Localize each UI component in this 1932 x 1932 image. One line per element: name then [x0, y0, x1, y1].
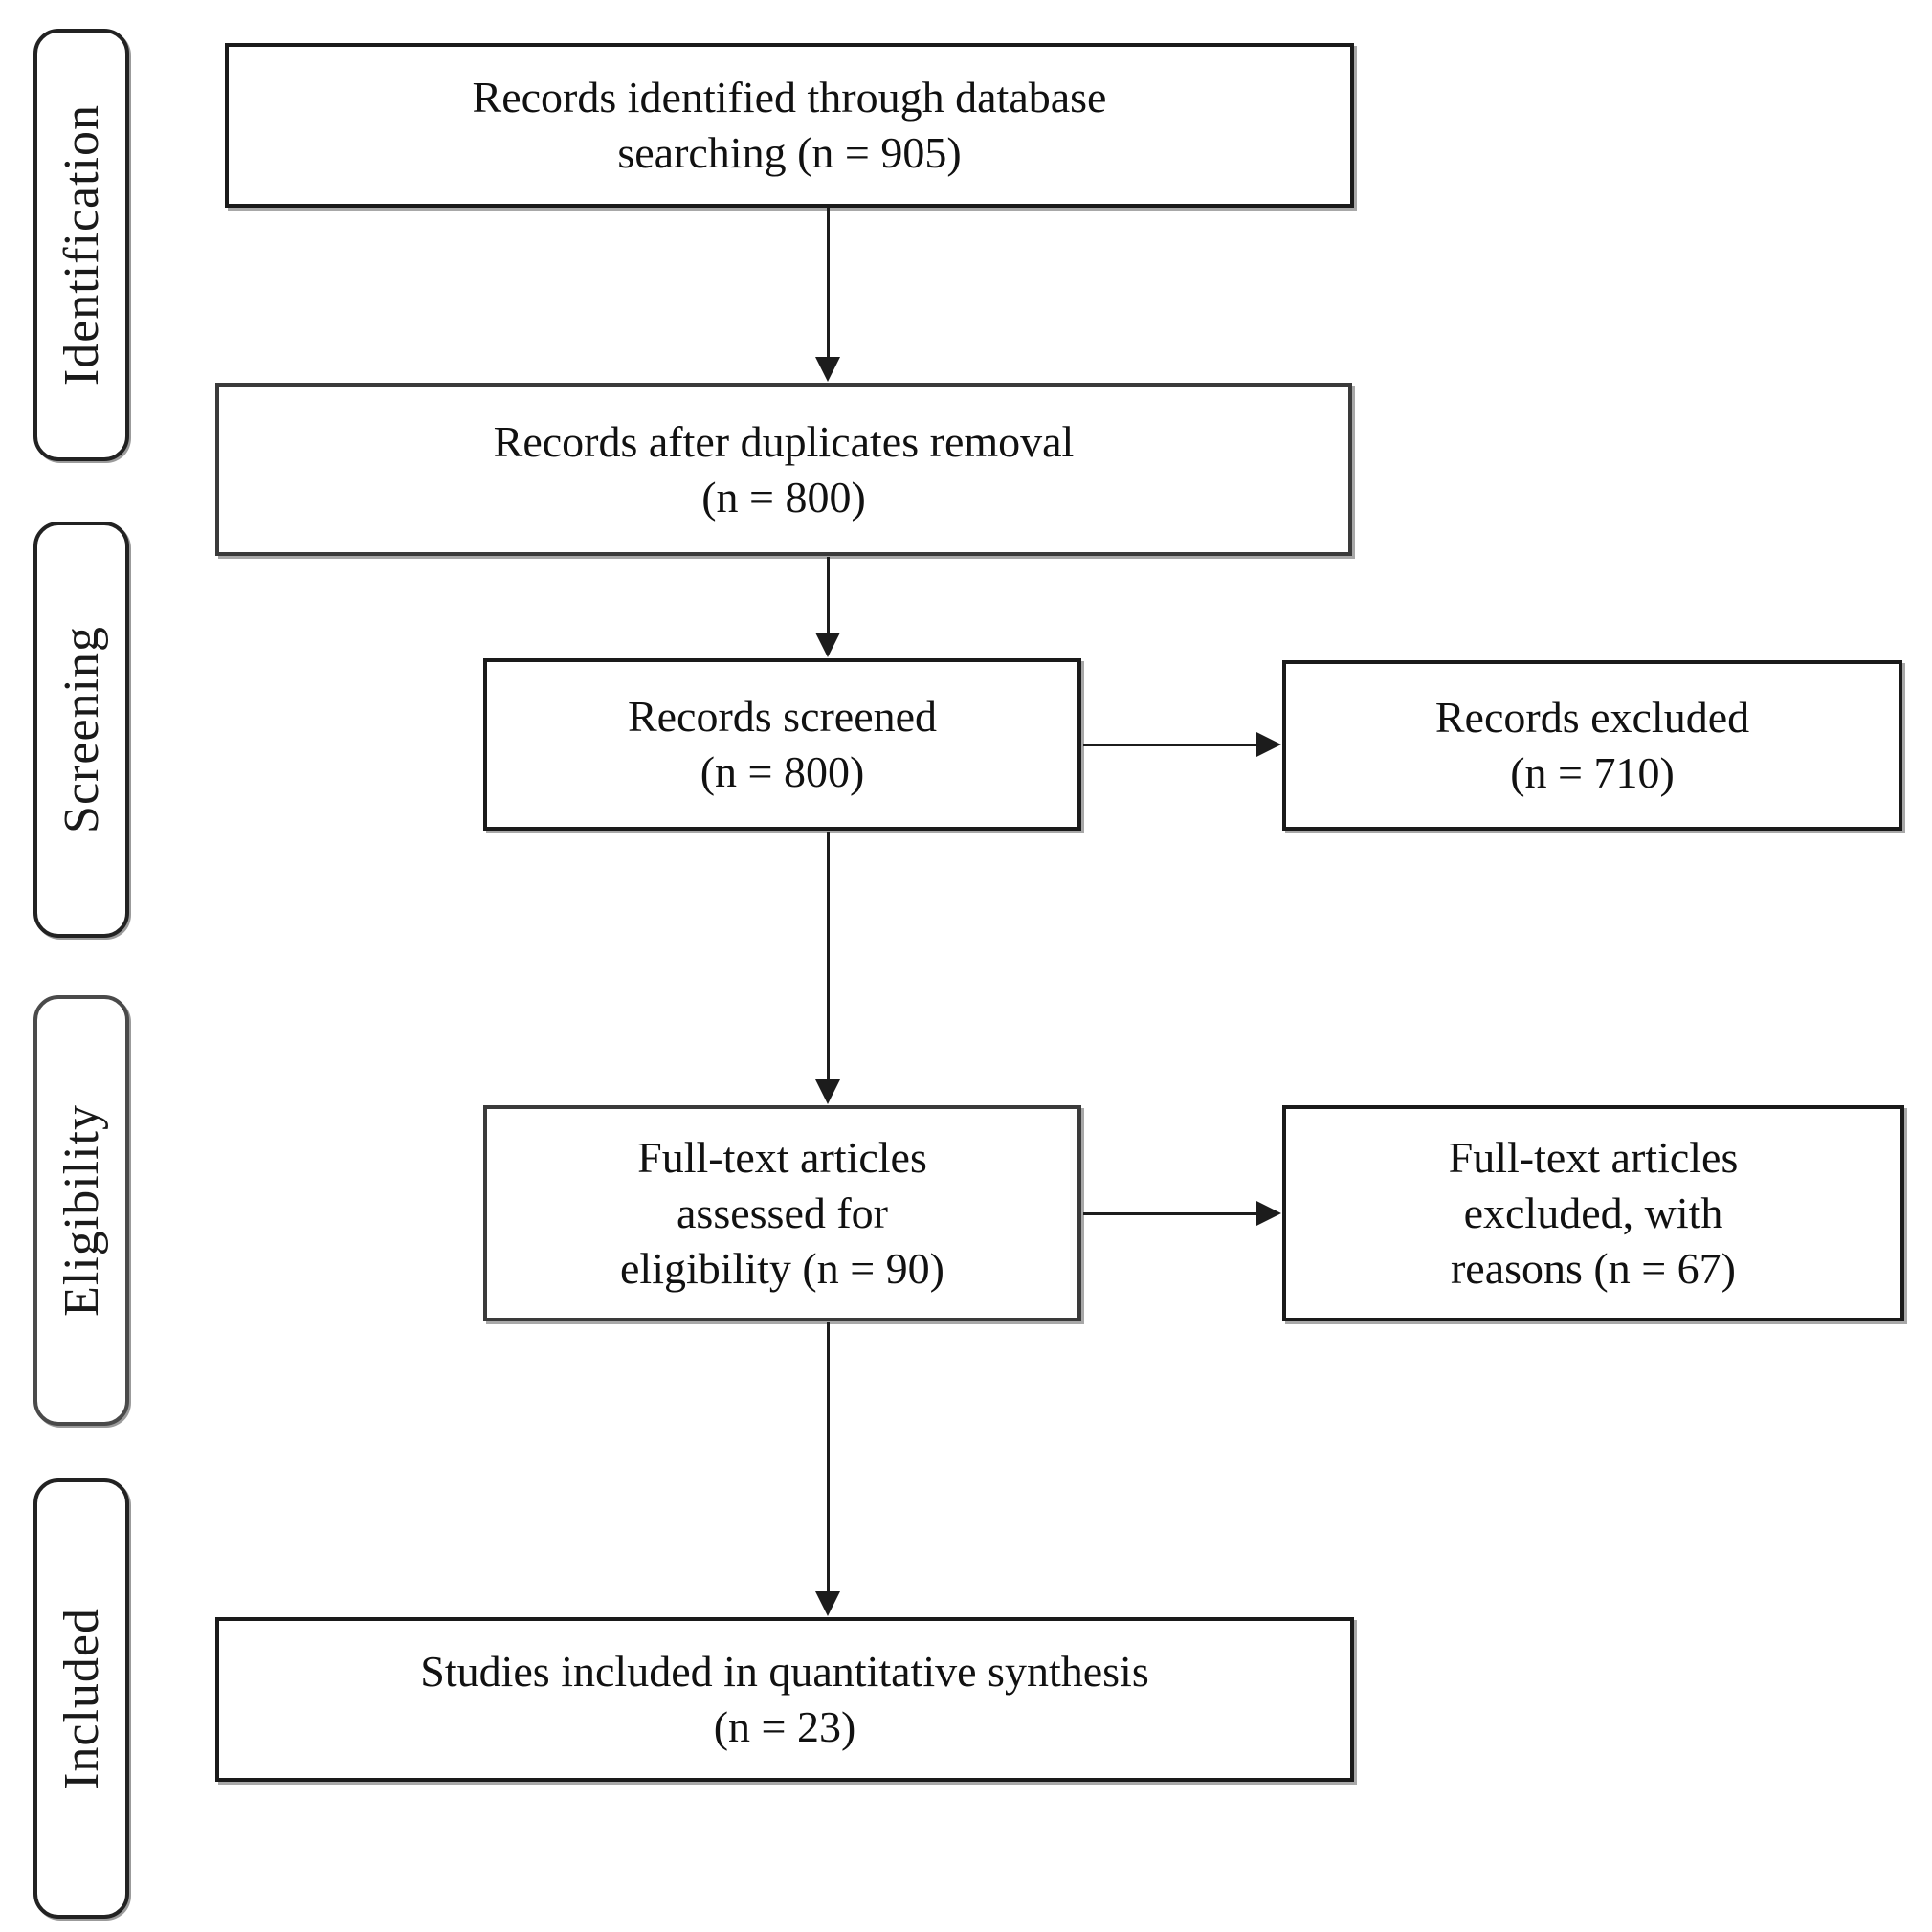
stage-eligibility: Eligibility	[33, 995, 129, 1426]
arrow-shaft	[827, 1322, 830, 1595]
box-records-screened: Records screened (n = 800)	[483, 658, 1081, 831]
box-records-excluded-text: Records excluded (n = 710)	[1434, 693, 1750, 797]
box-records-screened-text: Records screened (n = 800)	[627, 692, 938, 796]
arrow-right-fulltext-to-excluded	[1083, 1201, 1281, 1227]
arrow-down-screened-to-fulltext	[815, 832, 841, 1104]
box-fulltext-excluded-text: Full-text articles excluded, with reason…	[1448, 1133, 1739, 1293]
box-duplicates-removed-text: Records after duplicates removal (n = 80…	[493, 416, 1075, 522]
box-duplicates-removed: Records after duplicates removal (n = 80…	[215, 383, 1352, 556]
stage-identification-label: Identification	[54, 103, 109, 387]
arrow-shaft	[827, 557, 830, 636]
stage-included: Included	[33, 1478, 129, 1919]
stage-identification: Identification	[33, 29, 129, 461]
arrow-head-down-icon	[815, 1079, 840, 1104]
arrow-shaft	[1083, 744, 1260, 746]
arrow-head-down-icon	[815, 1591, 840, 1616]
arrow-down-fulltext-to-included	[815, 1322, 841, 1616]
stage-included-label: Included	[54, 1608, 109, 1789]
stage-screening-label: Screening	[54, 626, 109, 833]
arrow-shaft	[827, 208, 830, 361]
arrow-shaft	[1083, 1212, 1260, 1215]
arrow-down-duplicates-to-screened	[815, 557, 841, 657]
arrow-head-right-icon	[1256, 732, 1281, 757]
box-included-synthesis: Studies included in quantitative synthes…	[215, 1617, 1354, 1782]
stage-eligibility-label: Eligibility	[54, 1104, 109, 1317]
arrow-down-identified-to-duplicates	[815, 208, 841, 382]
box-records-identified-text: Records identified through database sear…	[472, 73, 1107, 177]
box-records-excluded: Records excluded (n = 710)	[1282, 660, 1902, 831]
box-fulltext-assessed: Full-text articles assessed for eligibil…	[483, 1105, 1081, 1321]
box-fulltext-excluded: Full-text articles excluded, with reason…	[1282, 1105, 1904, 1321]
arrow-head-down-icon	[815, 357, 840, 382]
box-included-synthesis-text: Studies included in quantitative synthes…	[420, 1647, 1149, 1751]
box-fulltext-assessed-text: Full-text articles assessed for eligibil…	[620, 1133, 944, 1293]
box-records-identified: Records identified through database sear…	[225, 43, 1354, 208]
arrow-shaft	[827, 832, 830, 1083]
arrow-head-right-icon	[1256, 1201, 1281, 1226]
arrow-head-down-icon	[815, 633, 840, 657]
stage-screening: Screening	[33, 522, 129, 938]
arrow-right-screened-to-excluded	[1083, 732, 1281, 758]
